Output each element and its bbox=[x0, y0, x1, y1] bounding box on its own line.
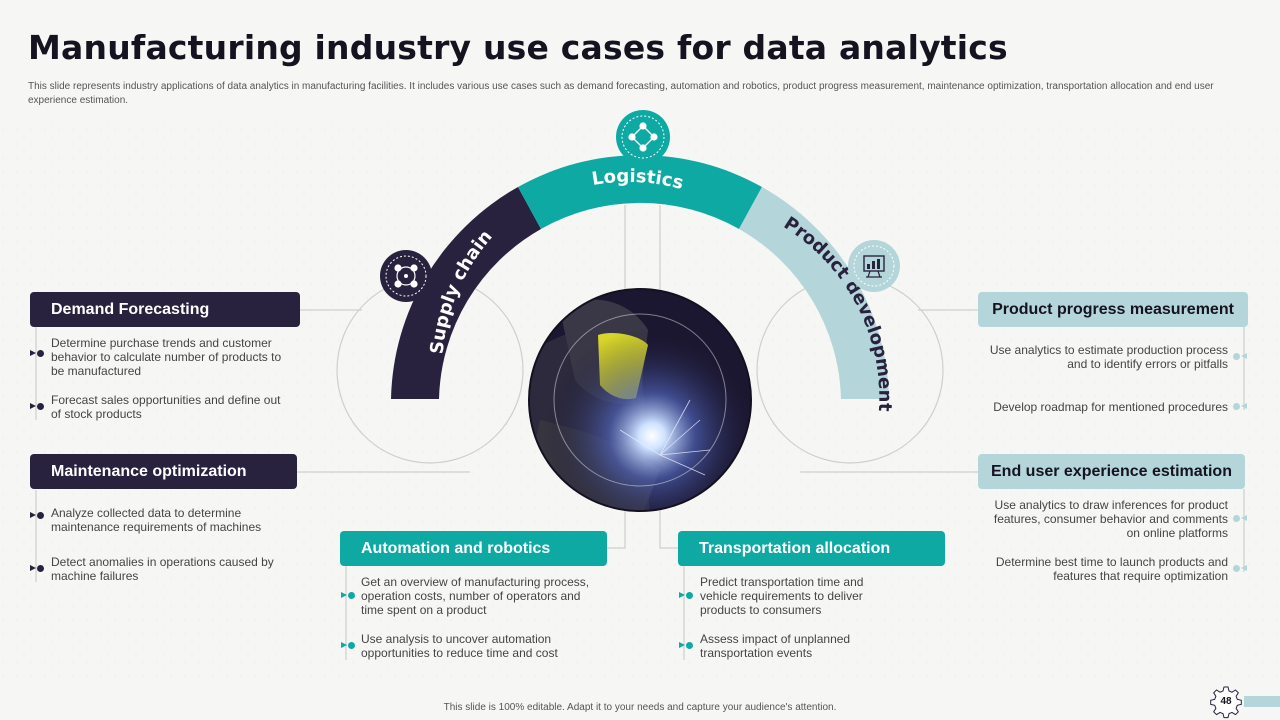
connector-lines bbox=[35, 205, 1245, 660]
maintenance-point-2: Detect anomalies in operations caused by… bbox=[51, 555, 274, 583]
bullet-marker bbox=[30, 350, 50, 358]
automation-point-2: Use analysis to uncover automation oppor… bbox=[361, 632, 558, 660]
progress-point-2: Develop roadmap for mentioned procedures bbox=[993, 400, 1228, 414]
gear-icon bbox=[1210, 686, 1242, 719]
bullet-marker bbox=[679, 592, 699, 600]
bullet-marker bbox=[30, 403, 50, 411]
experience-point-2: Determine best time to launch products a… bbox=[995, 555, 1228, 583]
page-number: 48 bbox=[1220, 696, 1232, 707]
bullet-marker bbox=[30, 565, 50, 573]
bullet-marker bbox=[341, 592, 361, 600]
demand-point-2: Forecast sales opportunities and define … bbox=[51, 393, 281, 421]
demand-point-1: Determine purchase trends and customer b… bbox=[51, 336, 282, 378]
bullet-marker bbox=[341, 642, 361, 650]
automation-robotics-header: Automation and robotics bbox=[340, 531, 607, 566]
arc-supply-chain bbox=[391, 187, 541, 399]
bullet-marker bbox=[30, 512, 50, 520]
page-number-bar bbox=[1244, 696, 1280, 707]
end-user-experience-header: End user experience estimation bbox=[978, 454, 1245, 489]
progress-point-1: Use analytics to estimate production pro… bbox=[989, 343, 1228, 371]
transportation-point-2: Assess impact of unplanned transportatio… bbox=[700, 632, 851, 660]
page-title: Manufacturing industry use cases for dat… bbox=[28, 28, 1008, 67]
transportation-allocation-header: Transportation allocation bbox=[678, 531, 945, 566]
footer-note: This slide is 100% editable. Adapt it to… bbox=[443, 702, 837, 713]
maintenance-optimization-header: Maintenance optimization bbox=[30, 454, 297, 489]
transportation-point-1: Predict transportation time and vehicle … bbox=[700, 575, 864, 617]
experience-point-1: Use analytics to draw inferences for pro… bbox=[993, 498, 1228, 540]
product-progress-header: Product progress measurement bbox=[978, 292, 1248, 327]
logistics-network-icon bbox=[616, 110, 670, 164]
arc-logistics bbox=[518, 155, 762, 229]
bullet-marker bbox=[1233, 403, 1253, 411]
arc-product-development bbox=[739, 187, 889, 399]
welder-photo bbox=[528, 288, 752, 512]
supply-chain-network-icon bbox=[380, 250, 432, 302]
bullet-marker bbox=[1233, 353, 1253, 361]
page-subtitle: This slide represents industry applicati… bbox=[28, 81, 1214, 106]
automation-point-1: Get an overview of manufacturing process… bbox=[361, 575, 590, 617]
maintenance-point-1: Analyze collected data to determine main… bbox=[51, 506, 262, 534]
product-dashboard-icon bbox=[848, 240, 900, 292]
bullet-marker bbox=[1233, 565, 1253, 573]
bullet-marker bbox=[1233, 515, 1253, 523]
demand-forecasting-header: Demand Forecasting bbox=[30, 292, 300, 327]
bullet-marker bbox=[679, 642, 699, 650]
